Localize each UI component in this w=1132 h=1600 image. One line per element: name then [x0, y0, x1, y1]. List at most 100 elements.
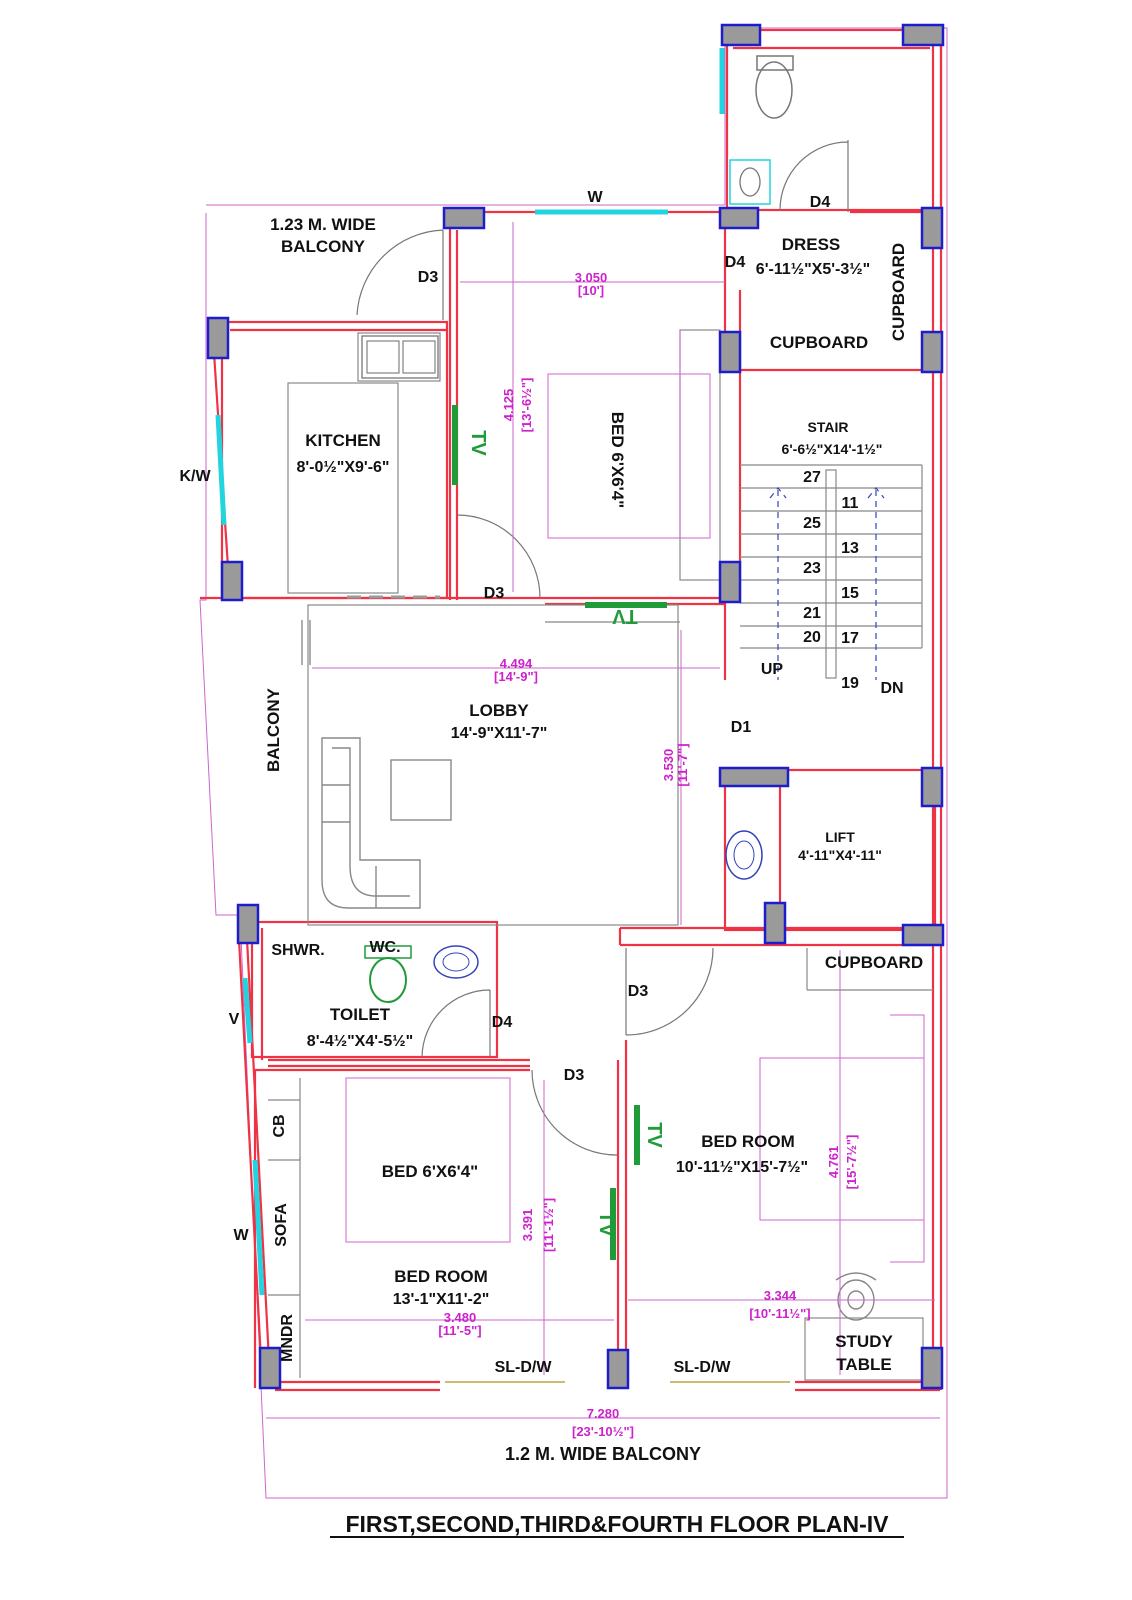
- balcony-top-label: 1.23 M. WIDE: [270, 215, 376, 234]
- doors: [301, 140, 849, 1383]
- dimension-value: 3.344: [764, 1288, 797, 1303]
- balcony-left-label: BALCONY: [264, 687, 283, 772]
- balcony-top-label: BALCONY: [281, 237, 366, 256]
- dimension-value: 3.050: [575, 270, 608, 285]
- door-label: D1: [731, 719, 752, 736]
- stair-step-number: 25: [803, 515, 821, 532]
- dimension-lines: [270, 222, 940, 1419]
- door-label: D3: [418, 269, 439, 286]
- stair-arrows: [769, 487, 885, 680]
- tv-label: TV: [643, 1122, 665, 1148]
- door-bed-top-swing: [456, 514, 541, 599]
- stair-label: STAIR: [808, 419, 849, 435]
- door-label: D3: [628, 983, 649, 1000]
- dimension-value: 4.125: [501, 389, 516, 422]
- dress-size: 6'-11½"X5'-3½": [756, 261, 870, 278]
- cupboard-vertical-label: CUPBOARD: [889, 243, 908, 341]
- door-label: D3: [564, 1067, 585, 1084]
- bed-bottom-label: BED 6'X6'4": [382, 1162, 478, 1181]
- kitchen-window-label: K/W: [179, 468, 211, 485]
- door-balcony-swing: [356, 229, 444, 320]
- walls: [200, 28, 943, 1392]
- dimension-value: 3.391: [520, 1209, 535, 1242]
- balcony-bottom-label: 1.2 M. WIDE BALCONY: [505, 1444, 701, 1464]
- dimension-value: [11'-1½"]: [541, 1198, 556, 1252]
- bed-room-right-size: 10'-11½"X15'-7½": [676, 1159, 808, 1176]
- door-label: D4: [725, 254, 746, 271]
- dimension-value: [10'-11½"]: [749, 1306, 810, 1321]
- lift-size: 4'-11"X4'-11": [798, 847, 882, 863]
- tv-symbols: TV TV TV TV: [452, 405, 667, 1260]
- cb-label: CB: [271, 1114, 288, 1137]
- lobby-label: LOBBY: [469, 701, 529, 720]
- plan-title: FIRST,SECOND,THIRD&FOURTH FLOOR PLAN-IV: [345, 1511, 889, 1537]
- dimension-value: 4.761: [826, 1146, 841, 1179]
- dimension-value: [23'-10½"]: [572, 1424, 634, 1439]
- study-label: STUDY: [835, 1332, 893, 1351]
- sofa-icon: [321, 737, 421, 909]
- kitchen-size: 8'-0½"X9'-6": [296, 459, 389, 476]
- stair-step-number: 20: [803, 629, 821, 646]
- bed-room-right-label: BED ROOM: [701, 1132, 795, 1151]
- dimension-texts: 3.050 [10'] 4.125 [13'-6½"] 4.494 [14'-9…: [438, 270, 859, 1439]
- door-toilet-top-swing: [779, 140, 849, 212]
- door-left-bed-swing: [531, 1069, 618, 1156]
- window-toilet-v: [242, 977, 253, 1044]
- door-label: D4: [810, 194, 831, 211]
- stair-size: 6'-6½"X14'-1½": [782, 441, 883, 457]
- toilet-label: TOILET: [330, 1005, 391, 1024]
- fixtures: [321, 55, 877, 1321]
- coffee-table-icon: [390, 759, 452, 821]
- toilet-washbasin-icon: [433, 945, 479, 979]
- study-chair-icon: [835, 1272, 877, 1321]
- cupboard2-label: CUPBOARD: [825, 953, 923, 972]
- sofa-label: SOFA: [273, 1203, 290, 1247]
- stair-down-label: DN: [880, 680, 903, 697]
- stair-step-number: 17: [841, 630, 859, 647]
- mndr-label: MNDR: [279, 1314, 296, 1362]
- dimension-value: [15'-7½"]: [844, 1135, 859, 1190]
- windows: [215, 48, 725, 1296]
- bed-top-label: BED 6'X6'4": [608, 412, 627, 508]
- window-label: W: [587, 189, 603, 206]
- stair-step-number: 11: [842, 495, 859, 512]
- dress-label: DRESS: [782, 235, 841, 254]
- dimension-value: 7.280: [587, 1406, 620, 1421]
- stair-up-label: UP: [761, 661, 784, 678]
- shower-label: SHWR.: [271, 942, 324, 959]
- opening-labels: W K/W D3 D3 D3 D3 D4 D4 D4 D1 V W SL-D/W…: [179, 189, 903, 1376]
- stair-step-number: 21: [803, 605, 821, 622]
- door-toilet-swing: [421, 989, 491, 1058]
- window-label: W: [233, 1227, 249, 1244]
- toilet-size: 8'-4½"X4'-5½": [307, 1033, 413, 1050]
- kitchen-label: KITCHEN: [305, 431, 381, 450]
- cupboard-label: CUPBOARD: [770, 333, 868, 352]
- lift-label: LIFT: [825, 829, 855, 845]
- dimension-value: [13'-6½"]: [519, 378, 534, 433]
- toilet-wc-icon: [369, 957, 407, 1003]
- stair-step-number: 19: [841, 675, 859, 692]
- columns: [206, 23, 945, 1390]
- dimension-value: 3.480: [444, 1310, 477, 1325]
- stair-step-number: 27: [803, 469, 821, 486]
- room-labels: 1.23 M. WIDE BALCONY KITCHEN 8'-0½"X9'-6…: [264, 215, 923, 1464]
- wc-icon: [755, 61, 793, 119]
- sliding-door-label: SL-D/W: [674, 1359, 732, 1376]
- window-kitchen: [215, 414, 227, 526]
- ventilator-label: V: [229, 1011, 240, 1028]
- stair-step-number: 23: [803, 560, 821, 577]
- interior-outlines: [268, 329, 933, 1381]
- dimension-value: [10']: [578, 283, 604, 298]
- dimension-value: [14'-9"]: [494, 669, 538, 684]
- bed-room-left-label: BED ROOM: [394, 1267, 488, 1286]
- tv-label: TV: [612, 605, 638, 627]
- washbasin-icon: [729, 159, 771, 205]
- dimension-value: 3.530: [661, 749, 676, 782]
- wc-label: WC.: [369, 939, 400, 956]
- door-label: D4: [492, 1014, 513, 1031]
- sink-icon: [361, 335, 439, 379]
- bed-room-left-size: 13'-1"X11'-2": [393, 1291, 490, 1308]
- dimension-value: [11'-7"]: [675, 743, 690, 786]
